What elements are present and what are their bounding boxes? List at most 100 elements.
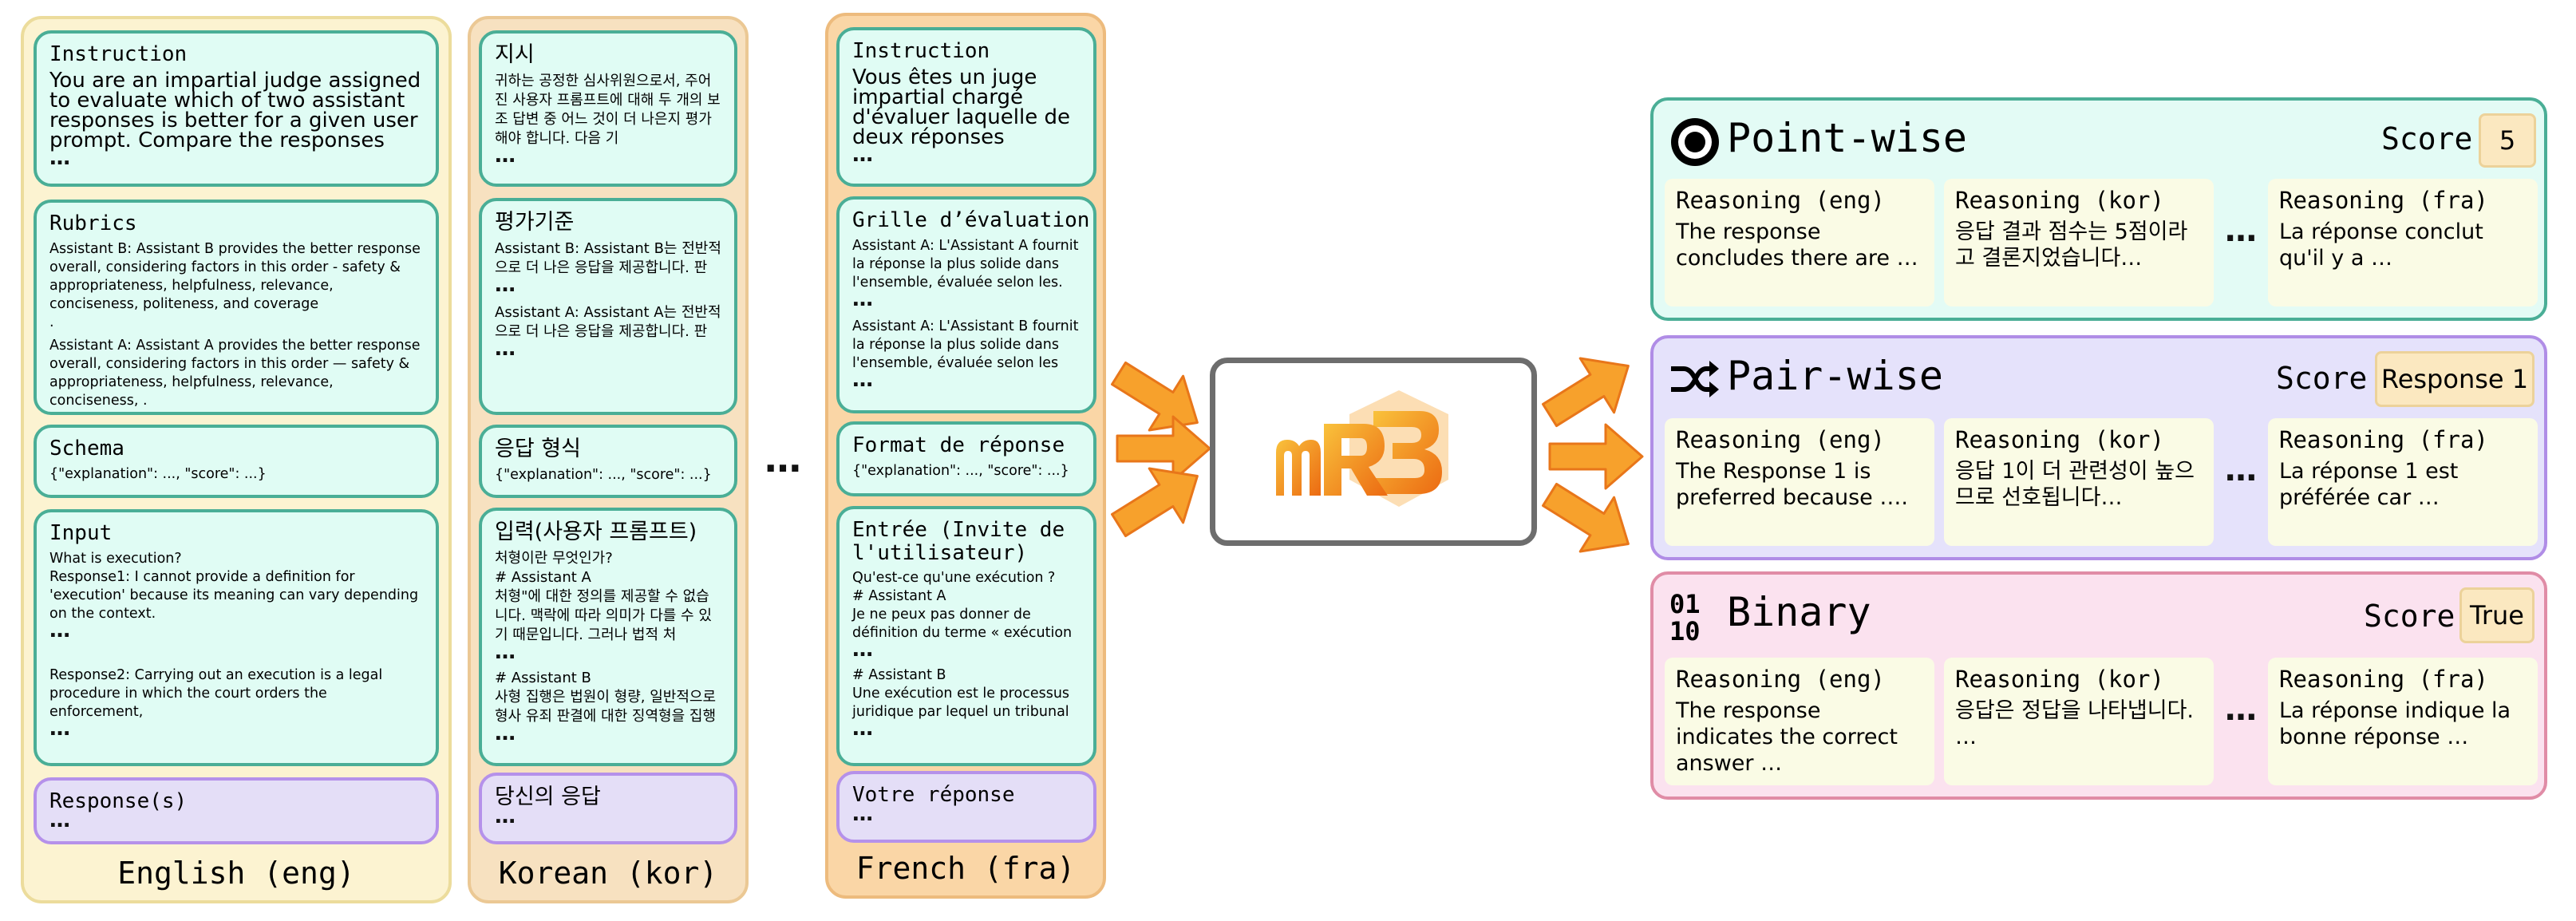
score-value: 5 — [2479, 113, 2536, 168]
pointwise-panel: Point-wise Score 5 Reasoning (eng) The r… — [1650, 97, 2547, 321]
schema-box: Format de réponse {"explanation": ..., "… — [836, 421, 1096, 496]
arrow-icon — [1548, 423, 1644, 490]
ellipsis: … — [495, 639, 516, 664]
reasoning-text: The Response 1 is preferred because …. — [1676, 459, 1908, 510]
input-text-2: # Assistant B Une exécution est le proce… — [852, 667, 1070, 721]
ellipsis: … — [852, 638, 874, 662]
schema-text: {"explanation": ..., "score": ...} — [49, 465, 267, 482]
model-box — [1210, 358, 1537, 546]
reasoning-label: Reasoning (eng) — [1676, 426, 1885, 453]
response-label: 당신의 응답 — [495, 785, 601, 809]
rubrics-text-a: Assistant A: Assistant A는 전반적으로 더 나은 응답을… — [495, 303, 721, 340]
instruction-box: 지시 귀하는 공정한 심사위원으로서, 주어진 사용자 프롬프트에 대해 두 개… — [479, 30, 737, 187]
score-label: Score — [2276, 361, 2368, 396]
reasoning-label: Reasoning (fra) — [2279, 187, 2488, 214]
input-label: Input — [49, 521, 113, 545]
reasoning-card-eng: Reasoning (eng) The response concludes t… — [1665, 179, 1934, 306]
instruction-box: Instruction You are an impartial judge a… — [34, 30, 439, 187]
reasoning-card-fra: Reasoning (fra) La réponse conclut qu'il… — [2268, 179, 2538, 306]
reasoning-label: Reasoning (eng) — [1676, 187, 1885, 214]
ellipsis: … — [49, 145, 71, 170]
arrow-icon — [1540, 466, 1647, 567]
ellipsis: … — [495, 721, 516, 745]
response-box: Votre réponse … — [836, 771, 1096, 843]
reasoning-text: La réponse indique la bonne réponse … — [2279, 698, 2511, 749]
french-column-title: French (fra) — [855, 851, 1076, 886]
instruction-label: Instruction — [49, 42, 188, 66]
rubrics-text-b: Assistant A: L'Assistant B fournit la ré… — [852, 318, 1079, 371]
reasoning-card-fra: Reasoning (fra) La réponse indique la bo… — [2268, 658, 2538, 785]
input-text-2: Response2: Carrying out an execution is … — [49, 666, 383, 720]
ellipsis: … — [49, 716, 71, 741]
arrow-icon — [1111, 345, 1215, 451]
reasoning-text: The response concludes there are … — [1676, 219, 1918, 271]
reasoning-text: La réponse conclut qu'il y a … — [2279, 219, 2483, 271]
mr3-logo — [1276, 390, 1448, 507]
reasoning-label: Reasoning (fra) — [2279, 666, 2488, 693]
response-box: 당신의 응답 … — [479, 773, 737, 844]
schema-label: Schema — [49, 437, 124, 460]
svg-text:01: 01 — [1669, 591, 1701, 619]
ellipsis: … — [2225, 691, 2258, 728]
rubrics-label: 평가기준 — [495, 210, 575, 235]
ellipsis: … — [2225, 212, 2258, 249]
schema-box: Schema {"explanation": ..., "score": ...… — [34, 425, 439, 498]
reasoning-card-fra: Reasoning (fra) La réponse 1 est préféré… — [2268, 418, 2538, 546]
response-box: Response(s) … — [34, 777, 439, 844]
binary-panel: 01 10 Binary Score True Reasoning (eng) … — [1650, 571, 2547, 800]
schema-box: 응답 형식 {"explanation": ..., "score": ...} — [479, 425, 737, 498]
ellipsis: … — [852, 142, 874, 167]
input-text-2: # Assistant B 사형 집행은 법원이 형량, 일반적으로 형사 유죄… — [495, 669, 717, 725]
ellipsis: … — [852, 367, 874, 392]
english-column: Instruction You are an impartial judge a… — [21, 16, 452, 903]
input-box: 입력(사용자 프롬프트) 처형이란 무엇인가? # Assistant A 처형… — [479, 508, 737, 766]
rubrics-text-b: Assistant B: Assistant B는 전반적으로 더 나은 응답을… — [495, 239, 721, 276]
pairwise-title: Pair-wise — [1727, 353, 1943, 399]
reasoning-card-kor: Reasoning (kor) 응답 1이 더 관련성이 높으므로 선호됩니다… — [1944, 418, 2214, 546]
rubrics-box: 평가기준 Assistant B: Assistant B는 전반적으로 더 나… — [479, 198, 737, 415]
reasoning-card-kor: Reasoning (kor) 응답 결과 점수는 5점이라고 결론지었습니다… — [1944, 179, 2214, 306]
shuffle-arrows-icon — [1671, 361, 1719, 397]
rubrics-box: Rubrics Assistant B: Assistant B provide… — [34, 200, 439, 415]
korean-column-title: Korean (kor) — [498, 856, 718, 891]
input-text-1: 처형이란 무엇인가? # Assistant A 처형"에 대한 정의를 제공할… — [495, 549, 712, 643]
rubrics-box: Grille d’évaluation Assistant A: L'Assis… — [836, 196, 1096, 413]
reasoning-text: 응답은 정답을 나타냅니다. … — [1955, 698, 2194, 749]
ellipsis: … — [852, 287, 874, 311]
instruction-text: 귀하는 공정한 심사위원으로서, 주어진 사용자 프롬프트에 대해 두 개의 보… — [495, 72, 721, 147]
arrow-icon — [1111, 448, 1215, 554]
ellipsis: … — [852, 717, 874, 741]
input-text-1: Qu'est-ce qu'une exécution ? # Assistant… — [852, 570, 1073, 642]
rubrics-text-a: Assistant A: L'Assistant A fournit la ré… — [852, 237, 1079, 291]
score-label: Score — [2381, 121, 2473, 156]
reasoning-card-eng: Reasoning (eng) The response indicates t… — [1665, 658, 1934, 785]
reasoning-card-eng: Reasoning (eng) The Response 1 is prefer… — [1665, 418, 1934, 546]
reasoning-label: Reasoning (fra) — [2279, 426, 2488, 453]
reasoning-label: Reasoning (kor) — [1955, 426, 2164, 453]
schema-label: 응답 형식 — [495, 437, 581, 461]
more-languages-ellipsis: … — [765, 437, 803, 480]
korean-column: 지시 귀하는 공정한 심사위원으로서, 주어진 사용자 프롬프트에 대해 두 개… — [468, 16, 749, 903]
svg-text:10: 10 — [1669, 616, 1701, 642]
reasoning-label: Reasoning (eng) — [1676, 666, 1885, 693]
input-label: 입력(사용자 프롬프트) — [495, 520, 697, 544]
ellipsis: … — [495, 336, 516, 361]
score-value: Response 1 — [2375, 351, 2535, 407]
rubrics-text-b: Assistant B: Assistant B provides the be… — [49, 240, 421, 330]
instruction-box: Instruction Vous êtes un juge impartial … — [836, 27, 1096, 187]
response-label: Response(s) — [49, 789, 188, 813]
schema-label: Format de réponse — [852, 433, 1065, 457]
ellipsis: … — [495, 143, 516, 168]
rubrics-text-a: Assistant A: Assistant A provides the be… — [49, 337, 421, 409]
reasoning-text: The response indicates the correct answe… — [1676, 698, 1898, 776]
ellipsis: … — [495, 272, 516, 297]
reasoning-label: Reasoning (kor) — [1955, 187, 2164, 214]
binary-title: Binary — [1727, 589, 1871, 635]
score-label: Score — [2364, 599, 2455, 634]
reasoning-label: Reasoning (kor) — [1955, 666, 2164, 693]
rubrics-label: Grille d’évaluation — [852, 208, 1090, 232]
input-text-1: What is execution? Response1: I cannot p… — [49, 550, 419, 622]
schema-text: {"explanation": ..., "score": ...} — [852, 462, 1069, 479]
pointwise-title: Point-wise — [1727, 115, 1968, 161]
input-label: Entrée (Invite de l'utilisateur) — [852, 518, 1065, 565]
